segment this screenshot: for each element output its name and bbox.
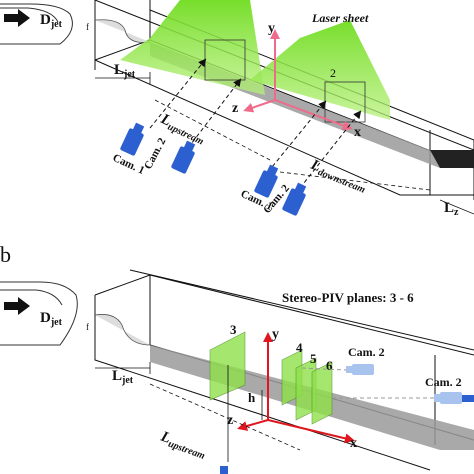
f-mark-b: f xyxy=(86,322,89,332)
h-label: h xyxy=(248,390,256,405)
panel-a: Djet f Laser sheet 2 xyxy=(0,0,474,218)
dimension-lines-a xyxy=(95,72,474,215)
l-downstream-label-a: Ldownstream xyxy=(307,156,370,195)
panel-b-label: b xyxy=(0,242,11,267)
jet-arrow-b-icon xyxy=(4,297,30,315)
camera-label-1-b: Cam. 2 xyxy=(348,345,385,359)
camera-2-a xyxy=(171,140,196,174)
f-mark-a: f xyxy=(86,22,89,32)
jet-arrow-icon xyxy=(4,9,30,27)
d-jet-label-b: Djet xyxy=(40,310,63,328)
laser-sheets xyxy=(120,0,390,123)
plane-6 xyxy=(311,361,333,425)
plane-label-4: 4 xyxy=(296,340,303,355)
l-upstream-label-b: Lupstream xyxy=(157,428,209,462)
camera-view-lines-b xyxy=(301,367,434,399)
inlet-pipe-a xyxy=(0,3,73,45)
camera-side-2-b xyxy=(434,392,474,404)
panel-b: b Djet f Stereo xyxy=(0,242,474,474)
plane-label-5: 5 xyxy=(310,351,317,366)
laser-sheet-2 xyxy=(250,20,390,120)
camera-label-2-a: Cam. 2 xyxy=(142,136,169,172)
plane-3 xyxy=(209,331,246,401)
laser-sheet-1 xyxy=(120,0,265,95)
camera-partial-b xyxy=(220,466,228,474)
l-jet-label-a: Ljet xyxy=(114,62,136,80)
outlet-a xyxy=(430,150,474,168)
camera-side-1-b xyxy=(346,364,374,375)
camera-4-a xyxy=(282,182,307,216)
camera-label-1-a: Cam. 1 xyxy=(111,152,147,177)
camera-label-2-b: Cam. 2 xyxy=(425,375,462,389)
dimension-lines-b xyxy=(95,362,301,462)
axis-z-label-a: z xyxy=(232,101,238,116)
inlet-nozzle-b xyxy=(94,314,151,346)
inlet-pipe-b xyxy=(0,281,78,346)
l-jet-label-b: Ljet xyxy=(112,368,134,386)
d-jet-label-a: Djet xyxy=(40,12,63,30)
axis-y-label-a: y xyxy=(268,21,275,36)
axes-a xyxy=(243,29,353,131)
plane-label-6: 6 xyxy=(326,358,333,373)
axes-b xyxy=(237,332,355,444)
laser-sheet-label: Laser sheet xyxy=(311,11,369,25)
inlet-nozzle-a xyxy=(94,19,151,43)
plane-2-label: 2 xyxy=(330,66,336,80)
axis-y-label-b: y xyxy=(272,327,279,342)
camera-3-a xyxy=(254,164,279,198)
plane-label-3: 3 xyxy=(230,322,237,337)
piv-planes-b xyxy=(209,331,333,425)
axis-x-label-a: x xyxy=(354,125,361,140)
axis-z-label-b: z xyxy=(227,413,233,428)
stereo-piv-title: Stereo-PIV planes: 3 - 6 xyxy=(282,290,414,305)
l-z-label-a: Lz xyxy=(444,200,459,218)
axis-x-label-b: x xyxy=(350,436,357,451)
camera-1-a xyxy=(120,122,145,156)
